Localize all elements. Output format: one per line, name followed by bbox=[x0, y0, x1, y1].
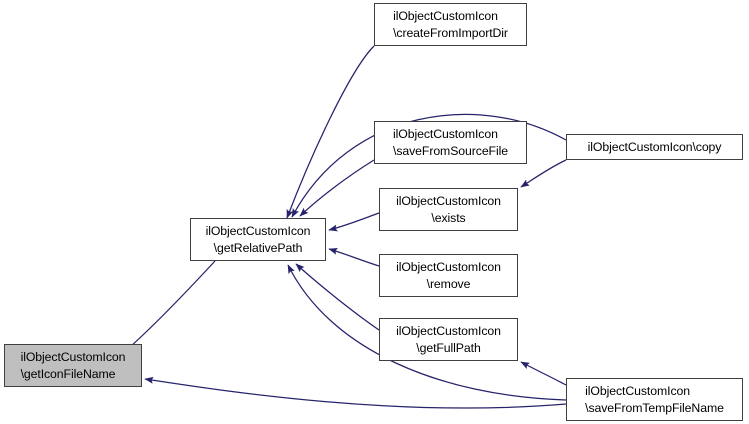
graph-node-createFromImportDir[interactable]: ilObjectCustomIcon \createFromImportDir bbox=[374, 3, 527, 46]
graph-node-getFullPath[interactable]: ilObjectCustomIcon \getFullPath bbox=[379, 318, 518, 361]
graph-edge-getFullPath-to-getRelativePath bbox=[295, 263, 380, 331]
graph-edge-saveFromSourceFile-to-getRelativePath bbox=[299, 159, 375, 217]
graph-edge-copy-to-exists bbox=[520, 159, 567, 188]
graph-node-getRelativePath[interactable]: ilObjectCustomIcon \getRelativePath bbox=[190, 218, 326, 261]
graph-node-saveFromSourceFile[interactable]: ilObjectCustomIcon \saveFromSourceFile bbox=[374, 121, 527, 164]
graph-edge-saveFromTempFileName-to-getIconFileName bbox=[144, 376, 567, 409]
graph-node-label: ilObjectCustomIcon \getRelativePath bbox=[205, 224, 311, 255]
graph-edge-remove-to-getRelativePath bbox=[328, 247, 380, 267]
graph-edge-saveFromTempFileName-to-getFullPath bbox=[520, 361, 567, 386]
graph-edge-exists-to-getRelativePath bbox=[328, 212, 380, 232]
graph-node-label: ilObjectCustomIcon \saveFromSourceFile bbox=[393, 127, 508, 158]
graph-node-exists[interactable]: ilObjectCustomIcon \exists bbox=[379, 188, 518, 231]
graph-node-getIconFileName[interactable]: ilObjectCustomIcon \getIconFileName bbox=[4, 344, 142, 387]
graph-node-label: ilObjectCustomIcon \createFromImportDir bbox=[393, 9, 508, 40]
graph-node-label: ilObjectCustomIcon\copy bbox=[587, 139, 722, 154]
graph-node-label: ilObjectCustomIcon \getFullPath bbox=[396, 324, 501, 355]
graph-node-label: ilObjectCustomIcon \saveFromTempFileName bbox=[585, 384, 724, 415]
graph-node-remove[interactable]: ilObjectCustomIcon \remove bbox=[379, 254, 518, 297]
graph-node-label: ilObjectCustomIcon \exists bbox=[396, 194, 501, 225]
graph-node-copy[interactable]: ilObjectCustomIcon\copy bbox=[566, 134, 743, 160]
graph-node-saveFromTempFileName[interactable]: ilObjectCustomIcon \saveFromTempFileName bbox=[566, 378, 743, 421]
graph-edge-createFromImportDir-to-getRelativePath bbox=[286, 45, 375, 219]
graph-edge-getRelativePath-to-getIconFileName bbox=[121, 260, 216, 355]
graph-node-label: ilObjectCustomIcon \getIconFileName bbox=[20, 350, 126, 381]
graph-node-label: ilObjectCustomIcon \remove bbox=[396, 260, 501, 291]
